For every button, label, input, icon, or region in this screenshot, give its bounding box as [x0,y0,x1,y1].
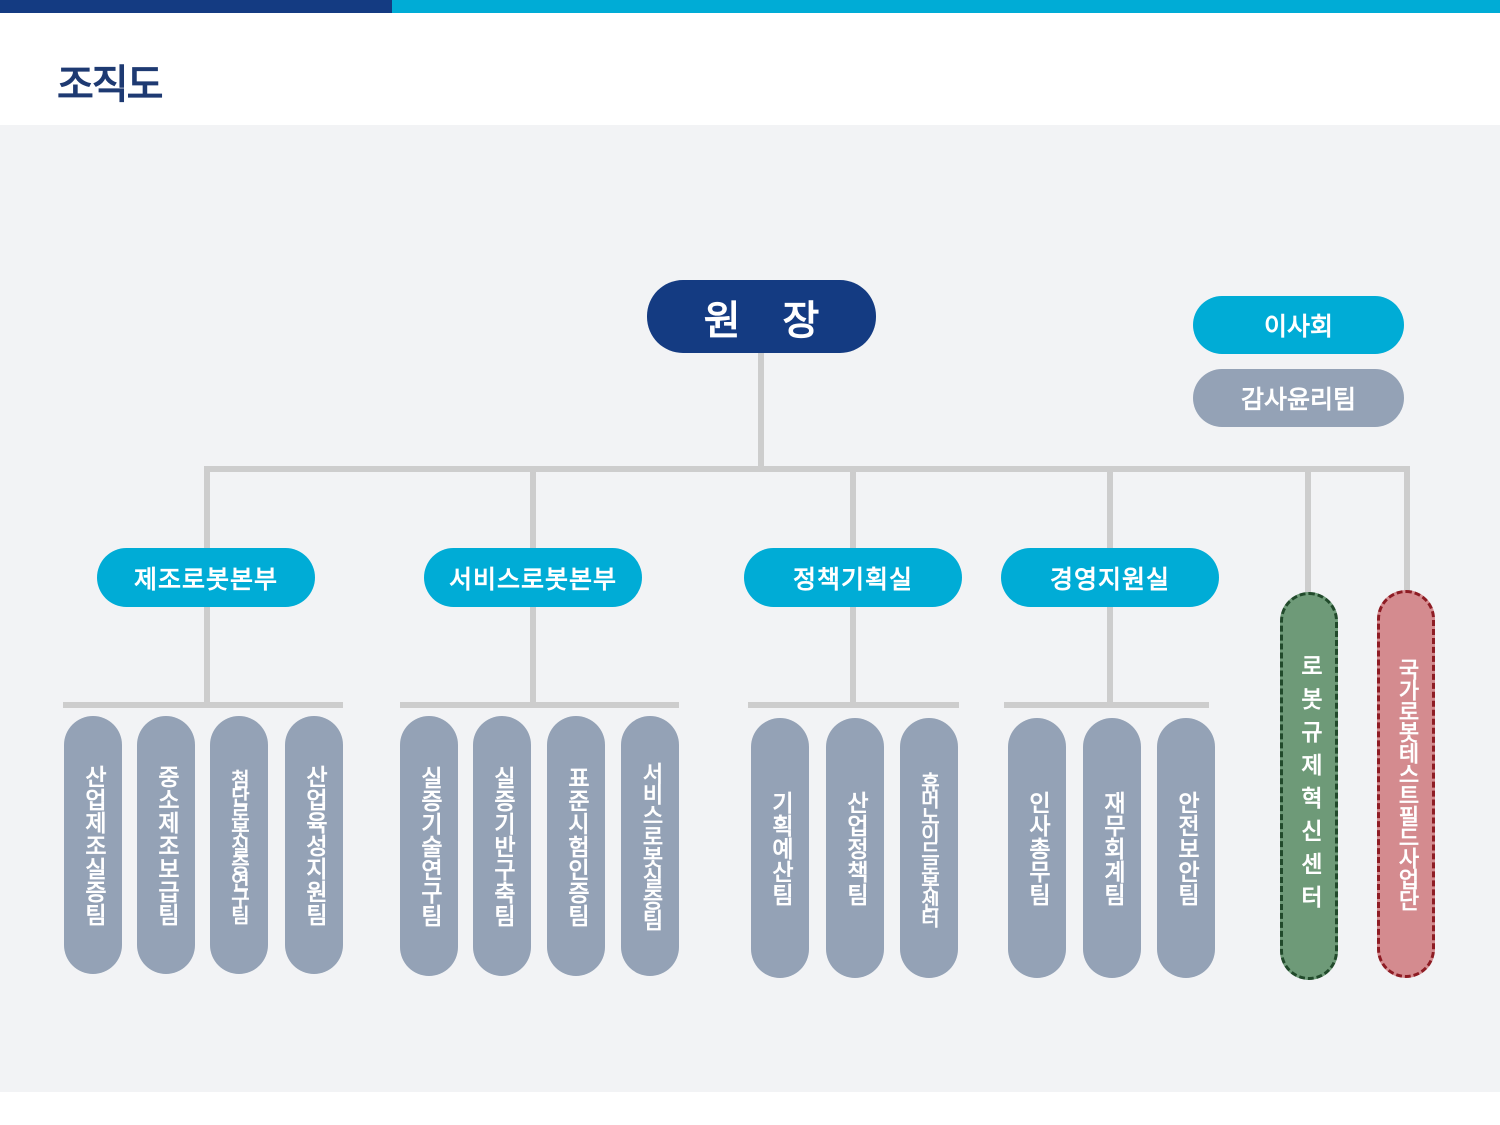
connector-div3-stem [850,606,856,706]
division-label: 정책기획실 [792,564,913,594]
team-label: 안전보안팀 [1173,790,1199,906]
connector-div4-stem [1107,606,1113,706]
page-title: 조직도 [57,62,163,108]
team-label: 실증기술연구팀 [416,765,442,927]
team-label: 실증기반구축팀 [489,765,515,927]
team-label: 휴머노이드로봇센터 [917,771,941,925]
division-label: 제조로봇본부 [133,564,278,594]
connector-director-trunk [758,350,764,472]
team-node: 실증기반구축팀 [473,716,531,976]
team-node: 서비스로봇실증팀 [621,716,679,976]
connector-div2-team-bar [400,702,679,708]
team-label: 기획예산팀 [767,790,793,906]
connector-center-red-drop [1404,466,1410,594]
team-node: 첨단로봇실증연구팀 [210,716,268,974]
team-node: 재무회계팀 [1083,718,1141,978]
director-node: 원 장 [647,280,876,353]
connector-main-horizontal [204,466,1410,472]
audit-team-label: 감사윤리팀 [1240,385,1356,414]
team-node: 표준시험인증팀 [547,716,605,976]
connector-div3-team-bar [748,702,959,708]
team-label: 서비스로봇실증팀 [638,762,663,930]
team-node: 산업정책팀 [826,718,884,978]
team-label: 재무회계팀 [1099,790,1125,906]
header-bar-dark [0,0,392,13]
connector-div4-drop [1107,466,1113,550]
team-node: 기획예산팀 [751,718,809,978]
team-label: 산업육성지원팀 [301,764,327,926]
team-node: 산업제조실증팀 [64,716,122,974]
header-bar-light [392,0,1500,13]
director-label: 원 장 [703,297,834,344]
robot-regulation-center-label: 로봇규제혁신센터 [1296,654,1322,918]
connector-div1-stem [204,606,210,706]
team-label: 중소제조보급팀 [153,764,179,926]
team-label: 산업제조실증팀 [80,764,106,926]
connector-div3-drop [850,466,856,550]
team-node: 실증기술연구팀 [400,716,458,976]
board-label: 이사회 [1263,312,1333,341]
division-label: 경영지원실 [1049,564,1170,594]
page-footer-space [0,1092,1500,1125]
division-node-policy: 정책기획실 [744,548,962,607]
connector-div4-team-bar [1004,702,1209,708]
connector-center-green-drop [1305,466,1311,594]
team-label: 인사총무팀 [1024,790,1050,906]
division-node-manufacturing: 제조로봇본부 [97,548,315,607]
team-label: 산업정책팀 [842,790,868,906]
team-node: 중소제조보급팀 [137,716,195,974]
robot-test-field-label: 국가로봇테스트필드사업단 [1394,658,1419,910]
team-node: 산업육성지원팀 [285,716,343,974]
team-node: 인사총무팀 [1008,718,1066,978]
robot-regulation-center-node: 로봇규제혁신센터 [1280,592,1338,980]
connector-div1-drop [204,466,210,550]
team-node: 휴머노이드로봇센터 [900,718,958,978]
audit-team-node: 감사윤리팀 [1193,369,1404,427]
robot-test-field-node: 국가로봇테스트필드사업단 [1377,590,1435,978]
connector-div1-team-bar [63,702,343,708]
board-node: 이사회 [1193,296,1404,354]
team-node: 안전보안팀 [1157,718,1215,978]
division-label: 서비스로봇본부 [448,564,617,594]
division-node-management: 경영지원실 [1001,548,1219,607]
division-node-service: 서비스로봇본부 [424,548,642,607]
connector-div2-stem [530,606,536,706]
connector-div2-drop [530,466,536,550]
team-label: 첨단로봇실증연구팀 [227,768,251,922]
team-label: 표준시험인증팀 [563,765,589,927]
